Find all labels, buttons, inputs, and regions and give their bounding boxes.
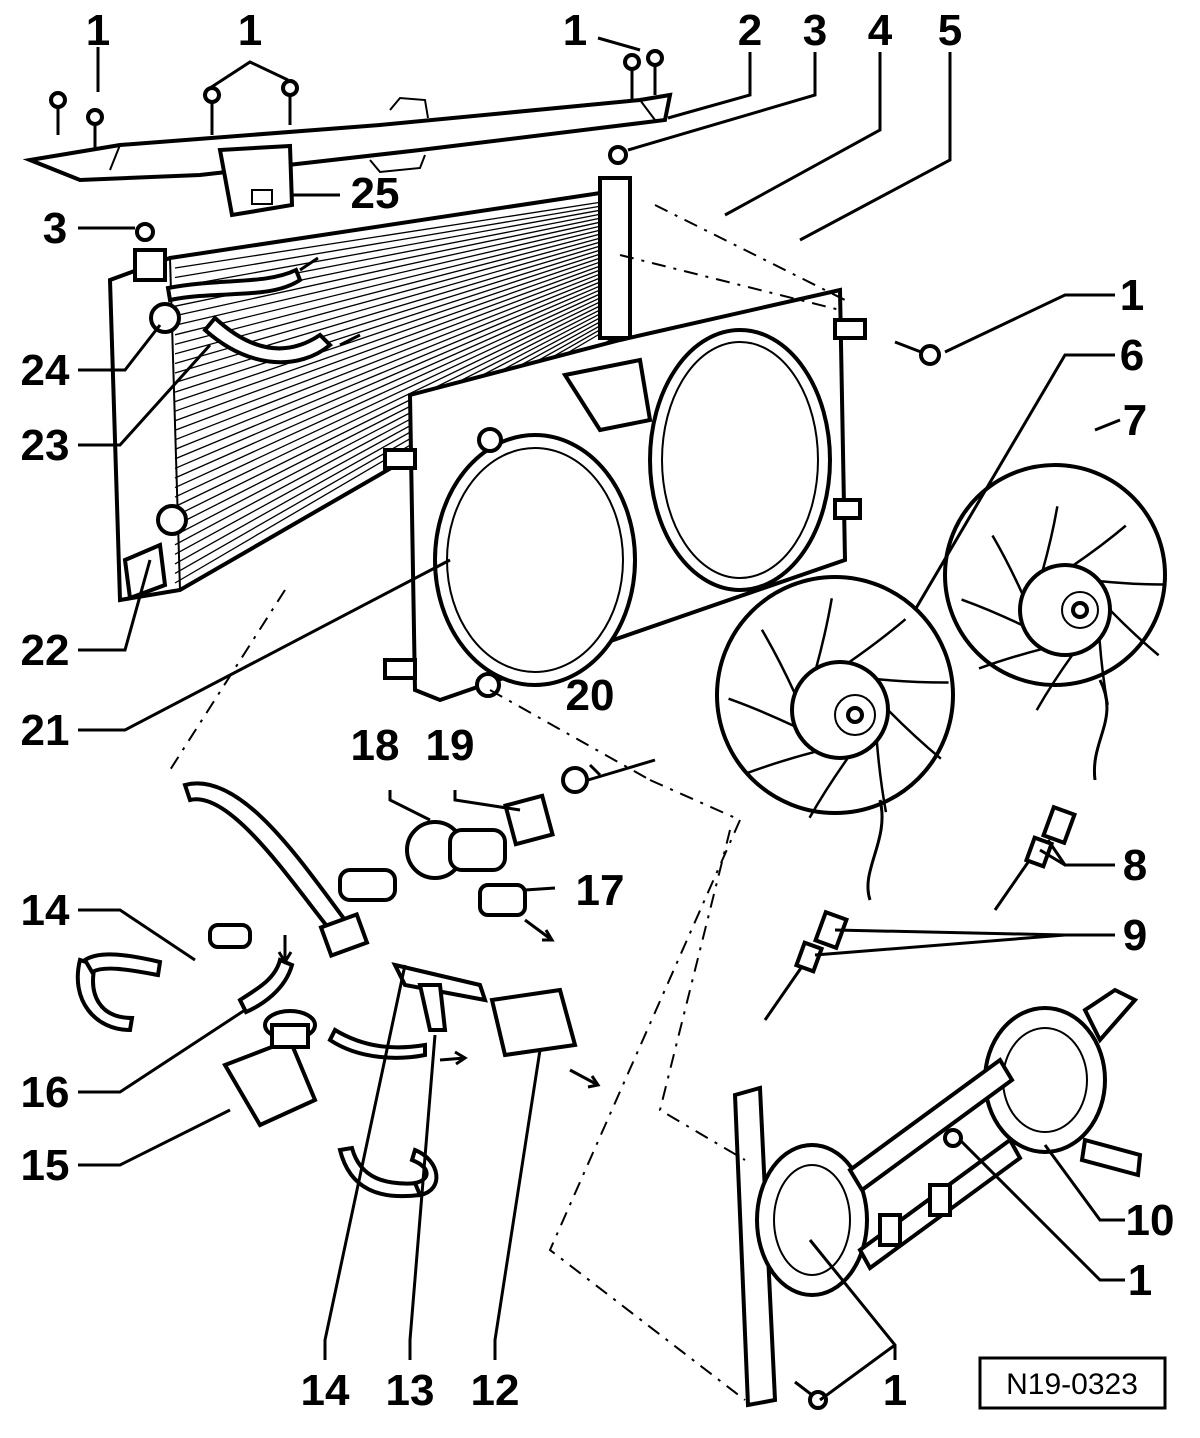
- fan-right: [943, 463, 1167, 781]
- callout-label: 17: [576, 866, 625, 915]
- fan-frame: [732, 987, 1143, 1408]
- bolts-top: [49, 49, 664, 150]
- callout-label: 10: [1126, 1196, 1175, 1245]
- lower-hoses: [75, 781, 578, 1199]
- callout-label: 1: [1128, 1256, 1152, 1305]
- callout-label: 12: [471, 1366, 520, 1415]
- callout-label: 23: [21, 421, 70, 470]
- callout-label: 3: [803, 6, 827, 55]
- drawing-code: N19-0323: [1006, 1368, 1138, 1401]
- callout-label: 5: [938, 6, 962, 55]
- upper-hoses: [165, 256, 361, 365]
- leader-lines: [78, 36, 1125, 1402]
- callout-label: 3: [43, 204, 67, 253]
- callout-label: 8: [1123, 841, 1147, 890]
- flow-arrows: [277, 918, 601, 1089]
- callout-label: 14: [21, 886, 70, 935]
- callout-label: 20: [566, 671, 615, 720]
- callout-label: 1: [1120, 271, 1144, 320]
- callout-label: 4: [868, 6, 893, 55]
- callout-label: 21: [21, 706, 70, 755]
- callout-label: 2: [738, 6, 762, 55]
- drawing-code-box: N19-0323: [978, 1356, 1167, 1410]
- callout-label: 14: [301, 1366, 350, 1415]
- connectors: [763, 804, 1078, 1021]
- callout-label: 1: [86, 6, 110, 55]
- assembly-lines: [169, 204, 846, 1401]
- bolts-lower: [794, 340, 941, 1410]
- callout-label: 22: [21, 626, 70, 675]
- callout-label: 24: [21, 346, 70, 395]
- fan-shroud: [383, 287, 867, 703]
- pump-parts: [222, 758, 656, 1128]
- bracket: [217, 143, 295, 218]
- callout-label: 25: [351, 169, 400, 218]
- fan-left: [715, 575, 955, 901]
- callout-label: 16: [21, 1068, 70, 1117]
- callout-label: 18: [351, 721, 400, 770]
- upper-cross-member: [22, 92, 673, 183]
- callout-label: 13: [386, 1366, 435, 1415]
- callout-label: 19: [426, 721, 475, 770]
- callout-label: 6: [1120, 331, 1144, 380]
- callout-label: 1: [883, 1366, 907, 1415]
- callout-label: 9: [1123, 911, 1147, 960]
- callout-label: 1: [238, 6, 262, 55]
- callout-label: 1: [563, 6, 587, 55]
- callout-labels: 1 1 1 2 3 4 5 25 3 1 6 24 7 23 22 21 20 …: [21, 6, 1175, 1415]
- callout-label: 15: [21, 1141, 70, 1190]
- callout-label: 7: [1123, 396, 1147, 445]
